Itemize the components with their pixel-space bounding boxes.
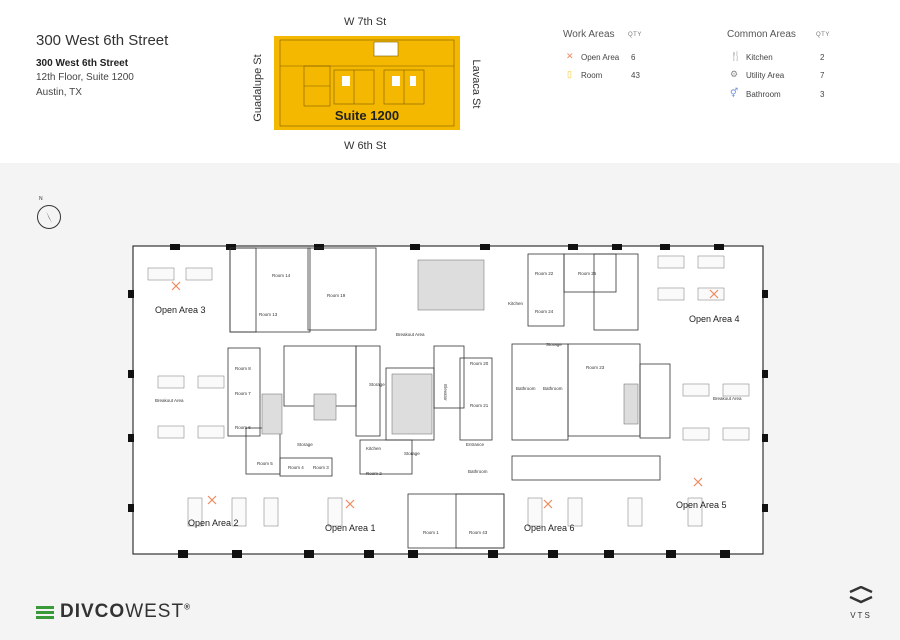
vts-logo-text: VTS [850, 611, 872, 620]
legend-kitchen-qty: 2 [820, 53, 825, 62]
label-kitchen-2: Kitchen [508, 301, 524, 306]
work-qty-header: QTY [628, 32, 642, 38]
locator-white-blocks [342, 76, 416, 86]
compass-north-label: N [39, 196, 43, 202]
label-breakout-center: Breakout Area [396, 332, 425, 337]
work-areas-title: Work Areas [563, 29, 615, 40]
locator-floor-lines [279, 39, 455, 127]
open-area-icon: ✕ [566, 51, 574, 61]
label-open-area-2: Open Area 2 [188, 518, 239, 528]
label-room-4: Room 4 [288, 465, 304, 470]
desk-clusters [147, 255, 750, 527]
divcowest-logo-light: WEST [125, 601, 185, 622]
suite-highlight [274, 36, 460, 130]
address-line-3: Austin, TX [36, 87, 82, 98]
label-kitchen-1: Kitchen [366, 446, 382, 451]
legend-open-area-label: Open Area [581, 53, 620, 62]
label-room-25: Room 25 [578, 271, 597, 276]
label-room-3: Room 3 [313, 465, 329, 470]
divcowest-logo-icon [36, 605, 54, 619]
label-room-5: Room 5 [257, 461, 273, 466]
label-room-2: Room 2 [366, 471, 382, 476]
label-room-21: Room 21 [470, 403, 489, 408]
label-room-20: Room 20 [470, 361, 489, 366]
suite-label: Suite 1200 [335, 108, 399, 123]
label-elevator: Elevator [442, 384, 448, 401]
label-storage-2: Storage [297, 442, 313, 447]
label-storage-3: Storage [404, 451, 420, 456]
street-west: Guadalupe St [252, 54, 264, 122]
address-line-1: 300 West 6th Street [36, 58, 129, 69]
label-room-23: Room 23 [586, 365, 605, 370]
address-line-2: 12th Floor, Suite 1200 [36, 72, 134, 83]
street-south: W 6th St [344, 140, 387, 152]
label-storage-1: Storage [369, 382, 385, 387]
utility-icon: ⚙ [730, 69, 739, 79]
core-stairs [261, 259, 639, 435]
legend-room-label: Room [581, 71, 603, 80]
vts-logo: VTS [843, 585, 879, 620]
label-room-7: Room 7 [235, 391, 251, 396]
label-bathroom-2: Bathroom [516, 386, 536, 391]
label-room-19: Room 19 [327, 293, 346, 298]
label-room-1: Room 1 [423, 530, 439, 535]
label-bathroom-3: Bathroom [543, 386, 563, 391]
label-storage-4: Storage [546, 342, 562, 347]
legend-open-area-qty: 6 [631, 53, 636, 62]
locator-building-map: Suite 1200 [274, 36, 460, 130]
label-room-14: Room 14 [272, 273, 291, 278]
divcowest-logo-reg: ® [184, 602, 191, 612]
compass-icon [37, 205, 61, 229]
label-entrance: Entrance [466, 442, 485, 447]
divcowest-logo: DIVCOWEST® [36, 601, 191, 623]
label-breakout-west: Breakout Area [155, 398, 184, 403]
common-areas-title: Common Areas [727, 29, 796, 40]
legend-utility-label: Utility Area [746, 71, 785, 80]
structural-columns [128, 244, 768, 558]
legend-kitchen-label: Kitchen [746, 53, 773, 62]
label-room-24: Room 24 [535, 309, 554, 314]
interior-walls [227, 247, 671, 549]
label-bathroom-1: Bathroom [468, 469, 488, 474]
street-north: W 7th St [344, 16, 387, 28]
label-open-area-3: Open Area 3 [155, 305, 206, 315]
kitchen-icon: 🍴 [730, 51, 742, 61]
label-open-area-6: Open Area 6 [524, 523, 575, 533]
label-room-8: Room 8 [235, 366, 251, 371]
label-open-area-1: Open Area 1 [325, 523, 376, 533]
legend-bathroom-qty: 3 [820, 90, 825, 99]
divcowest-logo-bold: DIVCO [60, 601, 126, 622]
legend-room-qty: 43 [631, 71, 640, 80]
room-icon: ▯ [567, 69, 572, 79]
label-room-6: Room 6 [235, 425, 251, 430]
bathroom-icon: ⚥ [730, 88, 739, 98]
street-east: Lavaca St [470, 59, 482, 109]
label-room-22: Room 22 [535, 271, 554, 276]
legend-utility-qty: 7 [820, 71, 825, 80]
label-open-area-4: Open Area 4 [689, 314, 740, 324]
common-qty-header: QTY [816, 32, 830, 38]
page-title: 300 West 6th Street [36, 32, 169, 49]
vts-logo-icon [849, 585, 873, 604]
legend-bathroom-label: Bathroom [746, 90, 781, 99]
label-open-area-5: Open Area 5 [676, 500, 727, 510]
open-area-markers [171, 281, 719, 509]
label-room-43: Room 43 [469, 530, 488, 535]
floor-plan [128, 244, 768, 558]
label-breakout-east: Breakout Area [713, 396, 742, 401]
label-room-13: Room 13 [259, 312, 278, 317]
